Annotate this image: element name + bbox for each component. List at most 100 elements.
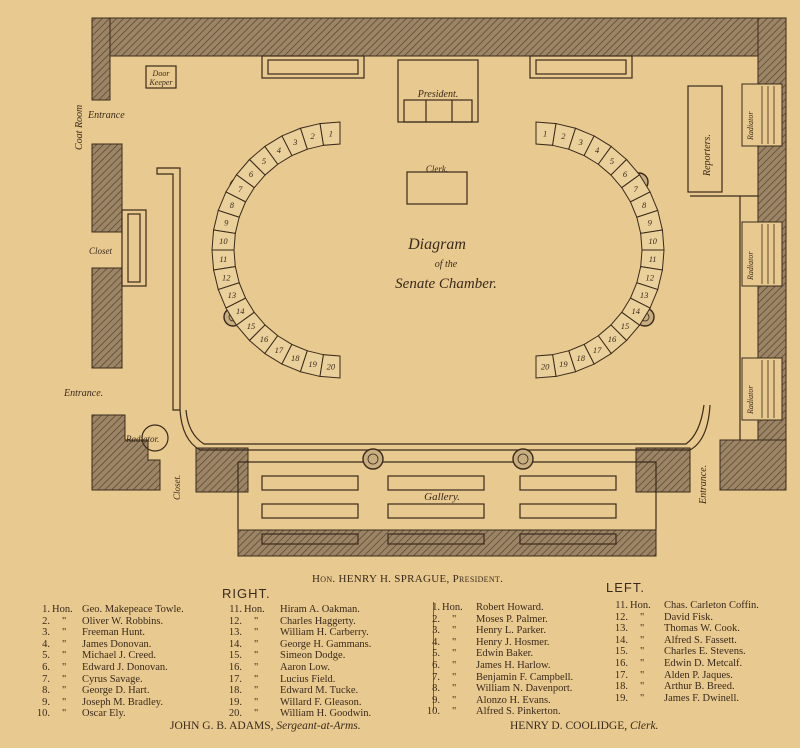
roster-member-name: Alden P. Jaques. xyxy=(664,669,733,681)
radiator-right-label-3: Radiator xyxy=(746,385,755,415)
left-bench-seat-number: 6 xyxy=(623,169,628,179)
roster-entry: 6."Edward J. Donovan. xyxy=(36,662,236,674)
heading-left: LEFT. xyxy=(606,580,645,595)
right-bench-seat-number: 8 xyxy=(230,200,235,210)
roster-honorific: " xyxy=(62,685,67,697)
roster-member-name: Charles E. Stevens. xyxy=(664,646,746,658)
roster-honorific: " xyxy=(640,623,645,635)
president-label: President. xyxy=(417,89,458,100)
roster-seat-number: 14. xyxy=(614,634,628,646)
roster-member-name: Oliver W. Robbins. xyxy=(82,615,164,627)
roster-member-name: Henry J. Hosmer. xyxy=(476,636,550,648)
right-bench-seat-number: 9 xyxy=(224,218,229,228)
roster-member-name: James H. Harlow. xyxy=(476,659,551,671)
roster-seat-number: 11. xyxy=(229,604,242,615)
roster-honorific: " xyxy=(452,648,457,660)
entrance-right-label: Entrance. xyxy=(698,465,709,505)
roster-entry: 10."Alfred S. Pinkerton. xyxy=(426,706,626,718)
roster-entry: 12."Charles Haggerty. xyxy=(228,616,428,628)
right-bench-seat-number: 4 xyxy=(277,145,282,155)
roster-honorific: " xyxy=(62,650,67,662)
top-window-left xyxy=(261,55,365,79)
roster-seat-number: 18. xyxy=(228,685,242,697)
roster-entry: 10."Oscar Ely. xyxy=(36,708,236,720)
closet-shelf xyxy=(121,209,147,287)
sergeant-at-arms-credit: JOHN G. B. ADAMS, Sergeant-at-Arms. xyxy=(170,720,361,732)
roster-member-name: Moses P. Palmer. xyxy=(476,613,548,625)
roster-seat-number: 5. xyxy=(432,648,440,660)
roster-honorific: " xyxy=(62,673,67,685)
left-bench-seat-number: 16 xyxy=(608,334,617,344)
roster-member-name: Willard F. Gleason. xyxy=(280,696,362,708)
left-bench-seat-number: 20 xyxy=(541,362,550,372)
right-bench-seat-number: 17 xyxy=(275,345,284,355)
roster-member-name: James F. Dwinell. xyxy=(664,692,739,704)
left-radiator-stove xyxy=(141,424,169,452)
roster-seat-number: 12. xyxy=(228,615,242,627)
heading-right: RIGHT. xyxy=(222,586,271,601)
roster-honorific: " xyxy=(254,708,259,720)
right-bench-seat-number: 14 xyxy=(236,306,245,316)
roster-honorific: " xyxy=(452,706,457,718)
right-bench-seat-number: 18 xyxy=(291,353,300,363)
roster-honorific: Hon. xyxy=(244,604,265,615)
roster-entry: 14."Alfred S. Fassett. xyxy=(614,635,798,647)
roster-entry: 9."Alonzo H. Evans. xyxy=(426,695,626,707)
roster-seat-number: 2. xyxy=(42,615,50,627)
roster-honorific: " xyxy=(254,661,259,673)
roster-entry: 8."George D. Hart. xyxy=(36,685,236,697)
top-wall xyxy=(91,17,787,57)
roster-entry: 5."Edwin Baker. xyxy=(426,648,626,660)
roster-honorific: " xyxy=(640,681,645,693)
roster-seat-number: 10. xyxy=(36,708,50,720)
roster-seat-number: 8. xyxy=(42,685,50,697)
roster-seat-number: 7. xyxy=(42,673,50,685)
left-bench-seat-number: 2 xyxy=(561,131,566,141)
door-keeper-label-2: Keeper xyxy=(148,78,173,87)
left-bench-seat-number: 5 xyxy=(610,156,614,166)
roster-member-name: Lucius Field. xyxy=(280,673,336,685)
left-bench-seat-number: 11 xyxy=(649,254,657,264)
roster-seat-number: 5. xyxy=(42,650,50,662)
right-bench-seat-number: 12 xyxy=(222,272,231,282)
gallery-left-pier xyxy=(195,447,249,493)
roster-seat-number: 15. xyxy=(228,650,242,662)
roster-entry: 4."James Donovan. xyxy=(36,639,236,651)
roster-member-name: David Fisk. xyxy=(664,611,714,623)
right-bench-seat-number: 13 xyxy=(228,290,237,300)
closet-bottom-label: Closet. xyxy=(172,475,182,500)
left-bench-seat-number: 4 xyxy=(595,145,600,155)
roster-honorific: " xyxy=(254,627,259,639)
roster-honorific: " xyxy=(640,646,645,658)
roster-seat-number: 4. xyxy=(42,638,50,650)
clerk-title: Clerk. xyxy=(630,720,659,732)
right-bench-seat-number: 15 xyxy=(247,321,256,331)
roster-honorific: " xyxy=(62,615,67,627)
roster-member-name: William N. Davenport. xyxy=(476,683,573,695)
right-bench-seat-number: 2 xyxy=(311,131,316,141)
left-bench-seat-number: 3 xyxy=(578,137,583,147)
closet-shelf-inner xyxy=(127,213,141,283)
roster-right-col-1: 1.Hon.Geo. Makepeace Towle.2."Oliver W. … xyxy=(36,604,236,720)
left-bench-seat-number: 14 xyxy=(632,306,641,316)
roster-seat-number: 18. xyxy=(614,681,628,693)
roster-entry: 13."Thomas W. Cook. xyxy=(614,623,798,635)
roster-honorific: Hon. xyxy=(630,600,651,611)
right-partition xyxy=(690,195,758,440)
left-bench-seat-number: 12 xyxy=(646,272,655,282)
roster-seat-number: 4. xyxy=(432,636,440,648)
roster-entry: 19."James F. Dwinell. xyxy=(614,693,798,705)
radiator-right-label-1: Radiator xyxy=(746,111,755,141)
left-bench-seat-number: 19 xyxy=(559,359,568,369)
roster-member-name: Alonzo H. Evans. xyxy=(476,694,551,706)
roster-seat-number: 2. xyxy=(432,613,440,625)
roster-member-name: George H. Gammans. xyxy=(280,638,372,650)
reporters-table xyxy=(687,85,723,193)
left-partition xyxy=(156,167,181,411)
roster-divider xyxy=(433,602,434,710)
president-desk-inner xyxy=(403,99,473,123)
roster-left-col-2: 11.Hon.Chas. Carleton Coffin.12."David F… xyxy=(614,600,798,704)
right-bench-seat-number: 16 xyxy=(260,334,269,344)
clerk-label: Clerk. xyxy=(426,164,448,174)
roster-entry: 18."Edward M. Tucke. xyxy=(228,685,428,697)
